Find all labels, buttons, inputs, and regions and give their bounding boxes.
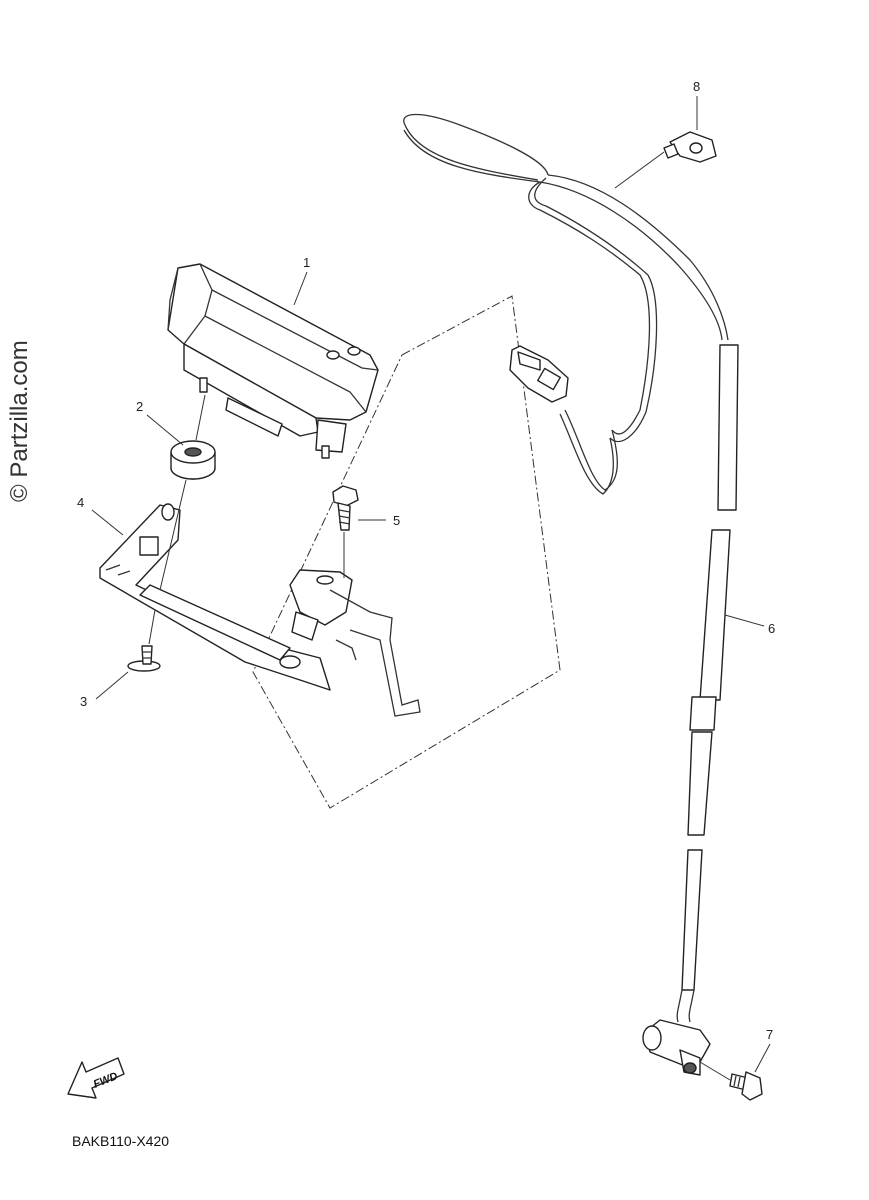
leader-6 <box>724 614 765 627</box>
grommet[interactable] <box>170 440 216 480</box>
callout-3[interactable]: 3 <box>80 694 87 709</box>
meter-bracket[interactable] <box>99 503 421 717</box>
leader-8b <box>614 151 665 189</box>
leader-7 <box>754 1043 771 1073</box>
leader-4 <box>91 509 124 536</box>
diagram-code: BAKB110-X420 <box>72 1133 169 1149</box>
screw-3[interactable] <box>127 645 161 672</box>
speed-sensor-head[interactable] <box>642 1019 711 1076</box>
callout-5[interactable]: 5 <box>393 513 400 528</box>
watermark-text: © Partzilla.com <box>6 340 33 502</box>
leader-1 <box>293 271 308 306</box>
callout-1[interactable]: 1 <box>303 255 310 270</box>
meter-assembly[interactable] <box>167 263 379 459</box>
speed-sensor-lead[interactable] <box>403 113 739 1023</box>
leader-7b <box>699 1061 731 1081</box>
leader-2 <box>146 414 184 446</box>
callout-8[interactable]: 8 <box>693 79 700 94</box>
fwd-arrow-icon: FWD <box>67 1057 125 1099</box>
assembly-outline <box>252 295 561 809</box>
bolt-5[interactable] <box>332 485 359 531</box>
bolt-7[interactable] <box>729 1071 763 1101</box>
callout-2[interactable]: 2 <box>136 399 143 414</box>
leader-3 <box>95 671 129 700</box>
clamp-8[interactable] <box>663 131 717 163</box>
callout-7[interactable]: 7 <box>766 1027 773 1042</box>
callout-4[interactable]: 4 <box>77 495 84 510</box>
callout-6[interactable]: 6 <box>768 621 775 636</box>
